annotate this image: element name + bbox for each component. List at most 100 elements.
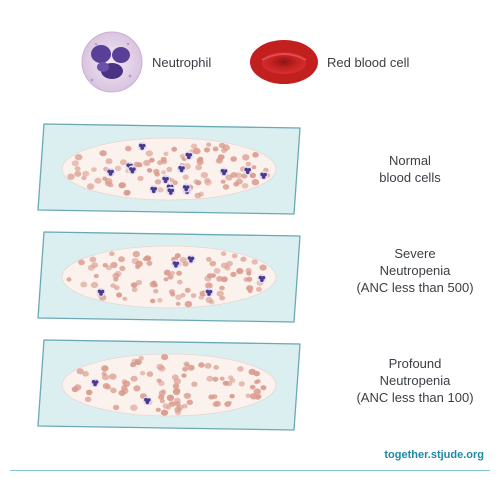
rbc-dot xyxy=(175,294,182,300)
rbc-dot xyxy=(137,175,144,182)
rbc-dot xyxy=(183,392,192,399)
rbc-dot xyxy=(219,376,225,381)
rbc-dot xyxy=(109,251,115,257)
neutrophil-dot xyxy=(171,259,181,269)
rbc-dot xyxy=(163,277,169,282)
rbc-dot xyxy=(260,385,267,391)
rbc-dot xyxy=(227,400,233,405)
rbc-dot xyxy=(175,410,182,416)
rbc-dot xyxy=(139,370,146,376)
rbc-dot xyxy=(181,373,187,378)
slide-severe xyxy=(37,231,301,323)
rbc-dot xyxy=(175,301,181,306)
rbc-dot xyxy=(182,174,189,180)
neutrophil-dot xyxy=(127,165,137,175)
rbc-dot xyxy=(200,172,209,179)
rbc-dot xyxy=(158,380,165,387)
rbc-dot xyxy=(163,269,171,276)
slide-label-profound: Profound Neutropenia (ANC less than 100) xyxy=(356,356,474,405)
rbc-dot xyxy=(105,384,112,390)
rbc-dot xyxy=(113,277,119,282)
neutrophil-dot xyxy=(161,174,171,185)
rbc-dot xyxy=(243,277,249,282)
rbc-dot xyxy=(238,381,245,387)
rbc-dot xyxy=(82,371,89,377)
rbc-dot xyxy=(206,375,214,382)
rbc-dot xyxy=(133,161,140,168)
rbc-dot xyxy=(101,371,107,376)
rbc-dot xyxy=(91,167,97,173)
rbc-dot xyxy=(89,256,97,263)
rbc-dot xyxy=(74,170,82,177)
rbc-dot xyxy=(253,388,261,395)
rbc-dot xyxy=(85,389,93,396)
rbc-dot xyxy=(167,274,174,280)
rbc-dot xyxy=(71,386,79,393)
neutrophil-dot xyxy=(96,287,106,297)
rbc-dot xyxy=(198,362,205,368)
rbc-dot xyxy=(152,282,158,288)
rbc-dot xyxy=(193,179,200,185)
rbc-dot xyxy=(157,297,163,303)
rbc-dot xyxy=(174,253,181,259)
rbc-dot xyxy=(253,370,260,377)
footer-divider xyxy=(10,470,490,471)
rbc-dot xyxy=(216,157,223,163)
rbc-dot xyxy=(112,404,120,411)
rbc-dot xyxy=(160,409,169,416)
rbc-legend-label: Red blood cell xyxy=(327,55,410,70)
rbc-dot xyxy=(230,156,237,162)
rbc-dot xyxy=(135,360,141,366)
red-blood-cell-icon xyxy=(250,40,318,84)
rbc-dot xyxy=(172,180,178,185)
rbc-dot xyxy=(119,265,126,271)
rbc-dot xyxy=(253,380,259,385)
rbc-dot xyxy=(231,253,238,259)
rbc-dot xyxy=(210,273,216,278)
rbc-dot xyxy=(245,393,251,399)
rbc-dot xyxy=(105,158,113,165)
neutrophil-legend-label: Neutrophil xyxy=(152,55,212,70)
rbc-dot xyxy=(240,256,247,262)
rbc-dot xyxy=(236,268,243,274)
rbc-dot xyxy=(110,387,117,394)
footer-url[interactable]: together.stjude.org xyxy=(384,449,484,461)
rbc-dot xyxy=(196,157,204,163)
neutrophil-dot xyxy=(186,254,196,264)
rbc-dot xyxy=(251,165,257,170)
rbc-dot xyxy=(198,295,205,300)
rbc-dot xyxy=(90,281,99,289)
rbc-dot xyxy=(130,375,138,382)
rbc-dot xyxy=(220,262,229,269)
rbc-dot xyxy=(203,147,211,153)
rbc-dot xyxy=(76,368,84,375)
rbc-dot xyxy=(209,260,217,267)
rbc-dot xyxy=(251,259,258,265)
rbc-dot xyxy=(162,403,170,409)
rbc-dot xyxy=(122,296,128,301)
rbc-dot xyxy=(101,365,109,372)
rbc-dot xyxy=(130,404,138,411)
rbc-dot xyxy=(241,183,249,189)
rbc-dot xyxy=(242,154,250,161)
rbc-dot xyxy=(213,400,221,407)
rbc-dot xyxy=(118,182,126,189)
neutrophil-dot xyxy=(177,164,187,174)
rbc-dot xyxy=(221,276,228,283)
rbc-dot xyxy=(180,292,186,298)
rbc-dot xyxy=(259,264,267,271)
rbc-dot xyxy=(118,390,126,396)
rbc-dot xyxy=(255,286,262,292)
rbc-dot xyxy=(213,267,221,274)
rbc-dot xyxy=(116,292,123,298)
rbc-dot xyxy=(205,282,213,289)
rbc-dot xyxy=(113,285,120,291)
rbc-dot xyxy=(216,290,224,297)
rbc-dot xyxy=(249,172,256,179)
rbc-dot xyxy=(233,181,240,187)
rbc-dot xyxy=(160,156,167,163)
rbc-dot xyxy=(130,282,138,288)
rbc-dot xyxy=(230,271,237,278)
rbc-dot xyxy=(145,150,153,157)
rbc-dot xyxy=(102,263,108,268)
